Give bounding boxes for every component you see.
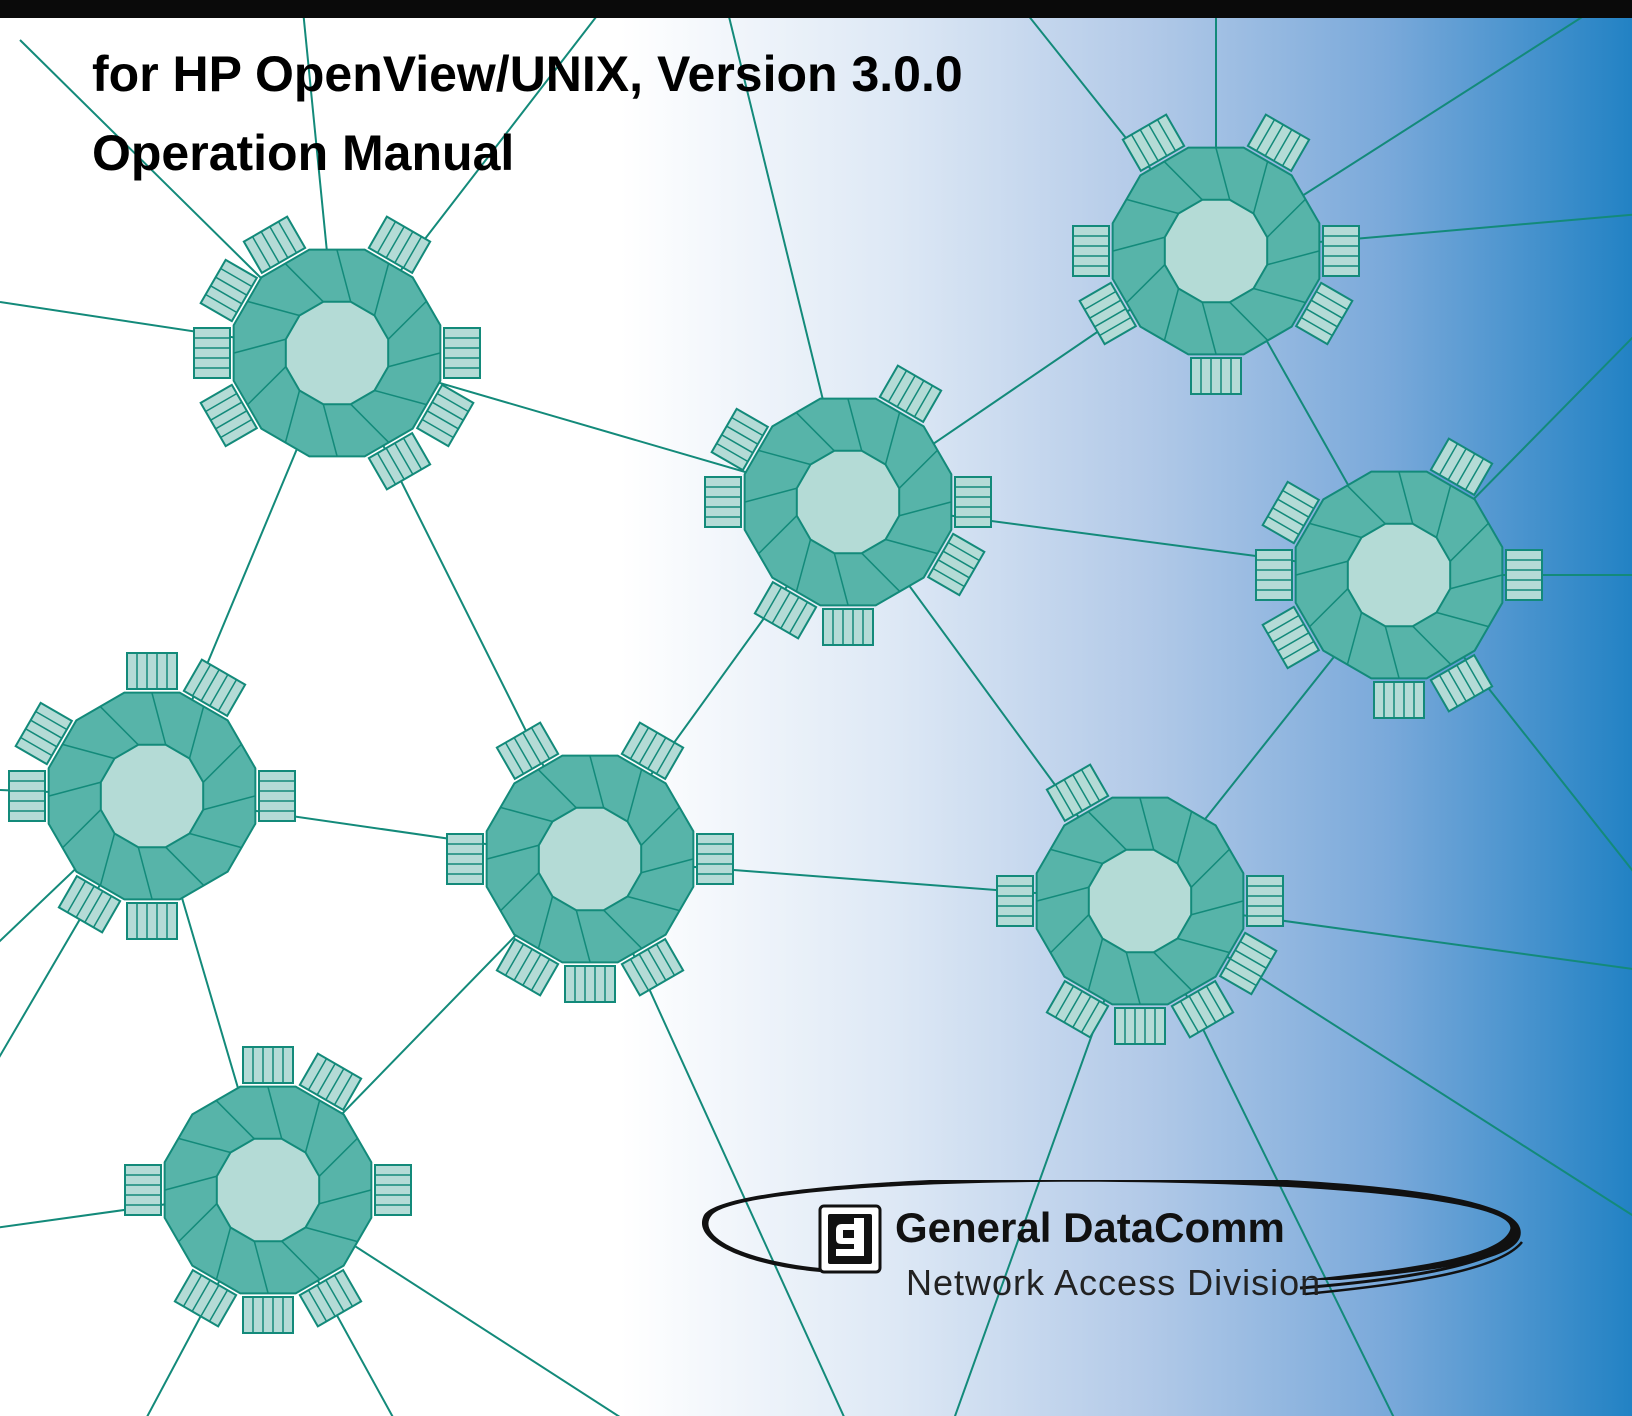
port-connector-icon — [704, 476, 742, 528]
port-connector-icon — [57, 874, 122, 934]
port-connector-icon — [173, 1268, 238, 1328]
port-connector-icon — [495, 721, 560, 781]
cover-title-product: for HP OpenView/UNIX, Version 3.0.0 — [92, 46, 963, 102]
port-connector-icon — [1170, 979, 1235, 1039]
port-connector-icon — [753, 580, 818, 640]
company-name: General DataComm — [895, 1204, 1285, 1251]
port-connector-icon — [1121, 113, 1186, 173]
port-connector-icon — [620, 937, 685, 997]
port-connector-icon — [367, 431, 432, 491]
port-connector-icon — [199, 258, 259, 323]
port-connector-icon — [126, 652, 178, 690]
network-node-icon — [1255, 437, 1543, 719]
port-connector-icon — [367, 215, 432, 275]
port-connector-icon — [443, 327, 481, 379]
port-connector-icon — [182, 658, 247, 718]
port-connector-icon — [1505, 549, 1543, 601]
port-connector-icon — [1114, 1007, 1166, 1045]
port-connector-icon — [199, 383, 259, 448]
port-connector-icon — [258, 770, 296, 822]
port-connector-icon — [1429, 653, 1494, 713]
port-connector-icon — [8, 770, 46, 822]
gdc-logo-icon — [818, 1204, 882, 1274]
port-connector-icon — [1373, 681, 1425, 719]
port-connector-icon — [298, 1052, 363, 1112]
port-connector-icon — [1190, 357, 1242, 395]
port-connector-icon — [374, 1164, 412, 1216]
port-connector-icon — [14, 701, 74, 766]
port-connector-icon — [1429, 437, 1494, 497]
port-connector-icon — [1246, 875, 1284, 927]
port-connector-icon — [298, 1268, 363, 1328]
port-connector-icon — [415, 383, 475, 448]
port-connector-icon — [1261, 605, 1321, 670]
port-connector-icon — [193, 327, 231, 379]
company-logo: General DataComm Network Access Division — [700, 1180, 1530, 1320]
port-connector-icon — [710, 407, 770, 472]
network-node-icon — [1072, 113, 1360, 395]
port-connector-icon — [495, 937, 560, 997]
port-connector-icon — [1045, 979, 1110, 1039]
port-connector-icon — [126, 902, 178, 940]
port-connector-icon — [696, 833, 734, 885]
port-connector-icon — [1218, 931, 1278, 996]
network-node-icon — [996, 763, 1284, 1045]
port-connector-icon — [1072, 225, 1110, 277]
network-node-icon — [193, 215, 481, 491]
network-node-icon — [704, 364, 992, 646]
port-connector-icon — [1322, 225, 1360, 277]
port-connector-icon — [1045, 763, 1110, 823]
network-node-icon — [446, 721, 734, 1003]
port-connector-icon — [1246, 113, 1311, 173]
network-nodes — [8, 113, 1543, 1334]
logo-swoosh-icon — [702, 1180, 1523, 1296]
port-connector-icon — [620, 721, 685, 781]
cover-title-manual: Operation Manual — [92, 125, 515, 181]
port-connector-icon — [1261, 480, 1321, 545]
port-connector-icon — [1078, 281, 1138, 346]
port-connector-icon — [954, 476, 992, 528]
port-connector-icon — [124, 1164, 162, 1216]
port-connector-icon — [242, 215, 307, 275]
division-name: Network Access Division — [906, 1262, 1322, 1303]
port-connector-icon — [996, 875, 1034, 927]
network-node-icon — [8, 652, 296, 940]
port-connector-icon — [564, 965, 616, 1003]
port-connector-icon — [446, 833, 484, 885]
top-rule — [0, 0, 1632, 18]
port-connector-icon — [1255, 549, 1293, 601]
port-connector-icon — [242, 1046, 294, 1084]
network-node-icon — [124, 1046, 412, 1334]
port-connector-icon — [822, 608, 874, 646]
port-connector-icon — [878, 364, 943, 424]
port-connector-icon — [926, 532, 986, 597]
port-connector-icon — [1294, 281, 1354, 346]
port-connector-icon — [242, 1296, 294, 1334]
